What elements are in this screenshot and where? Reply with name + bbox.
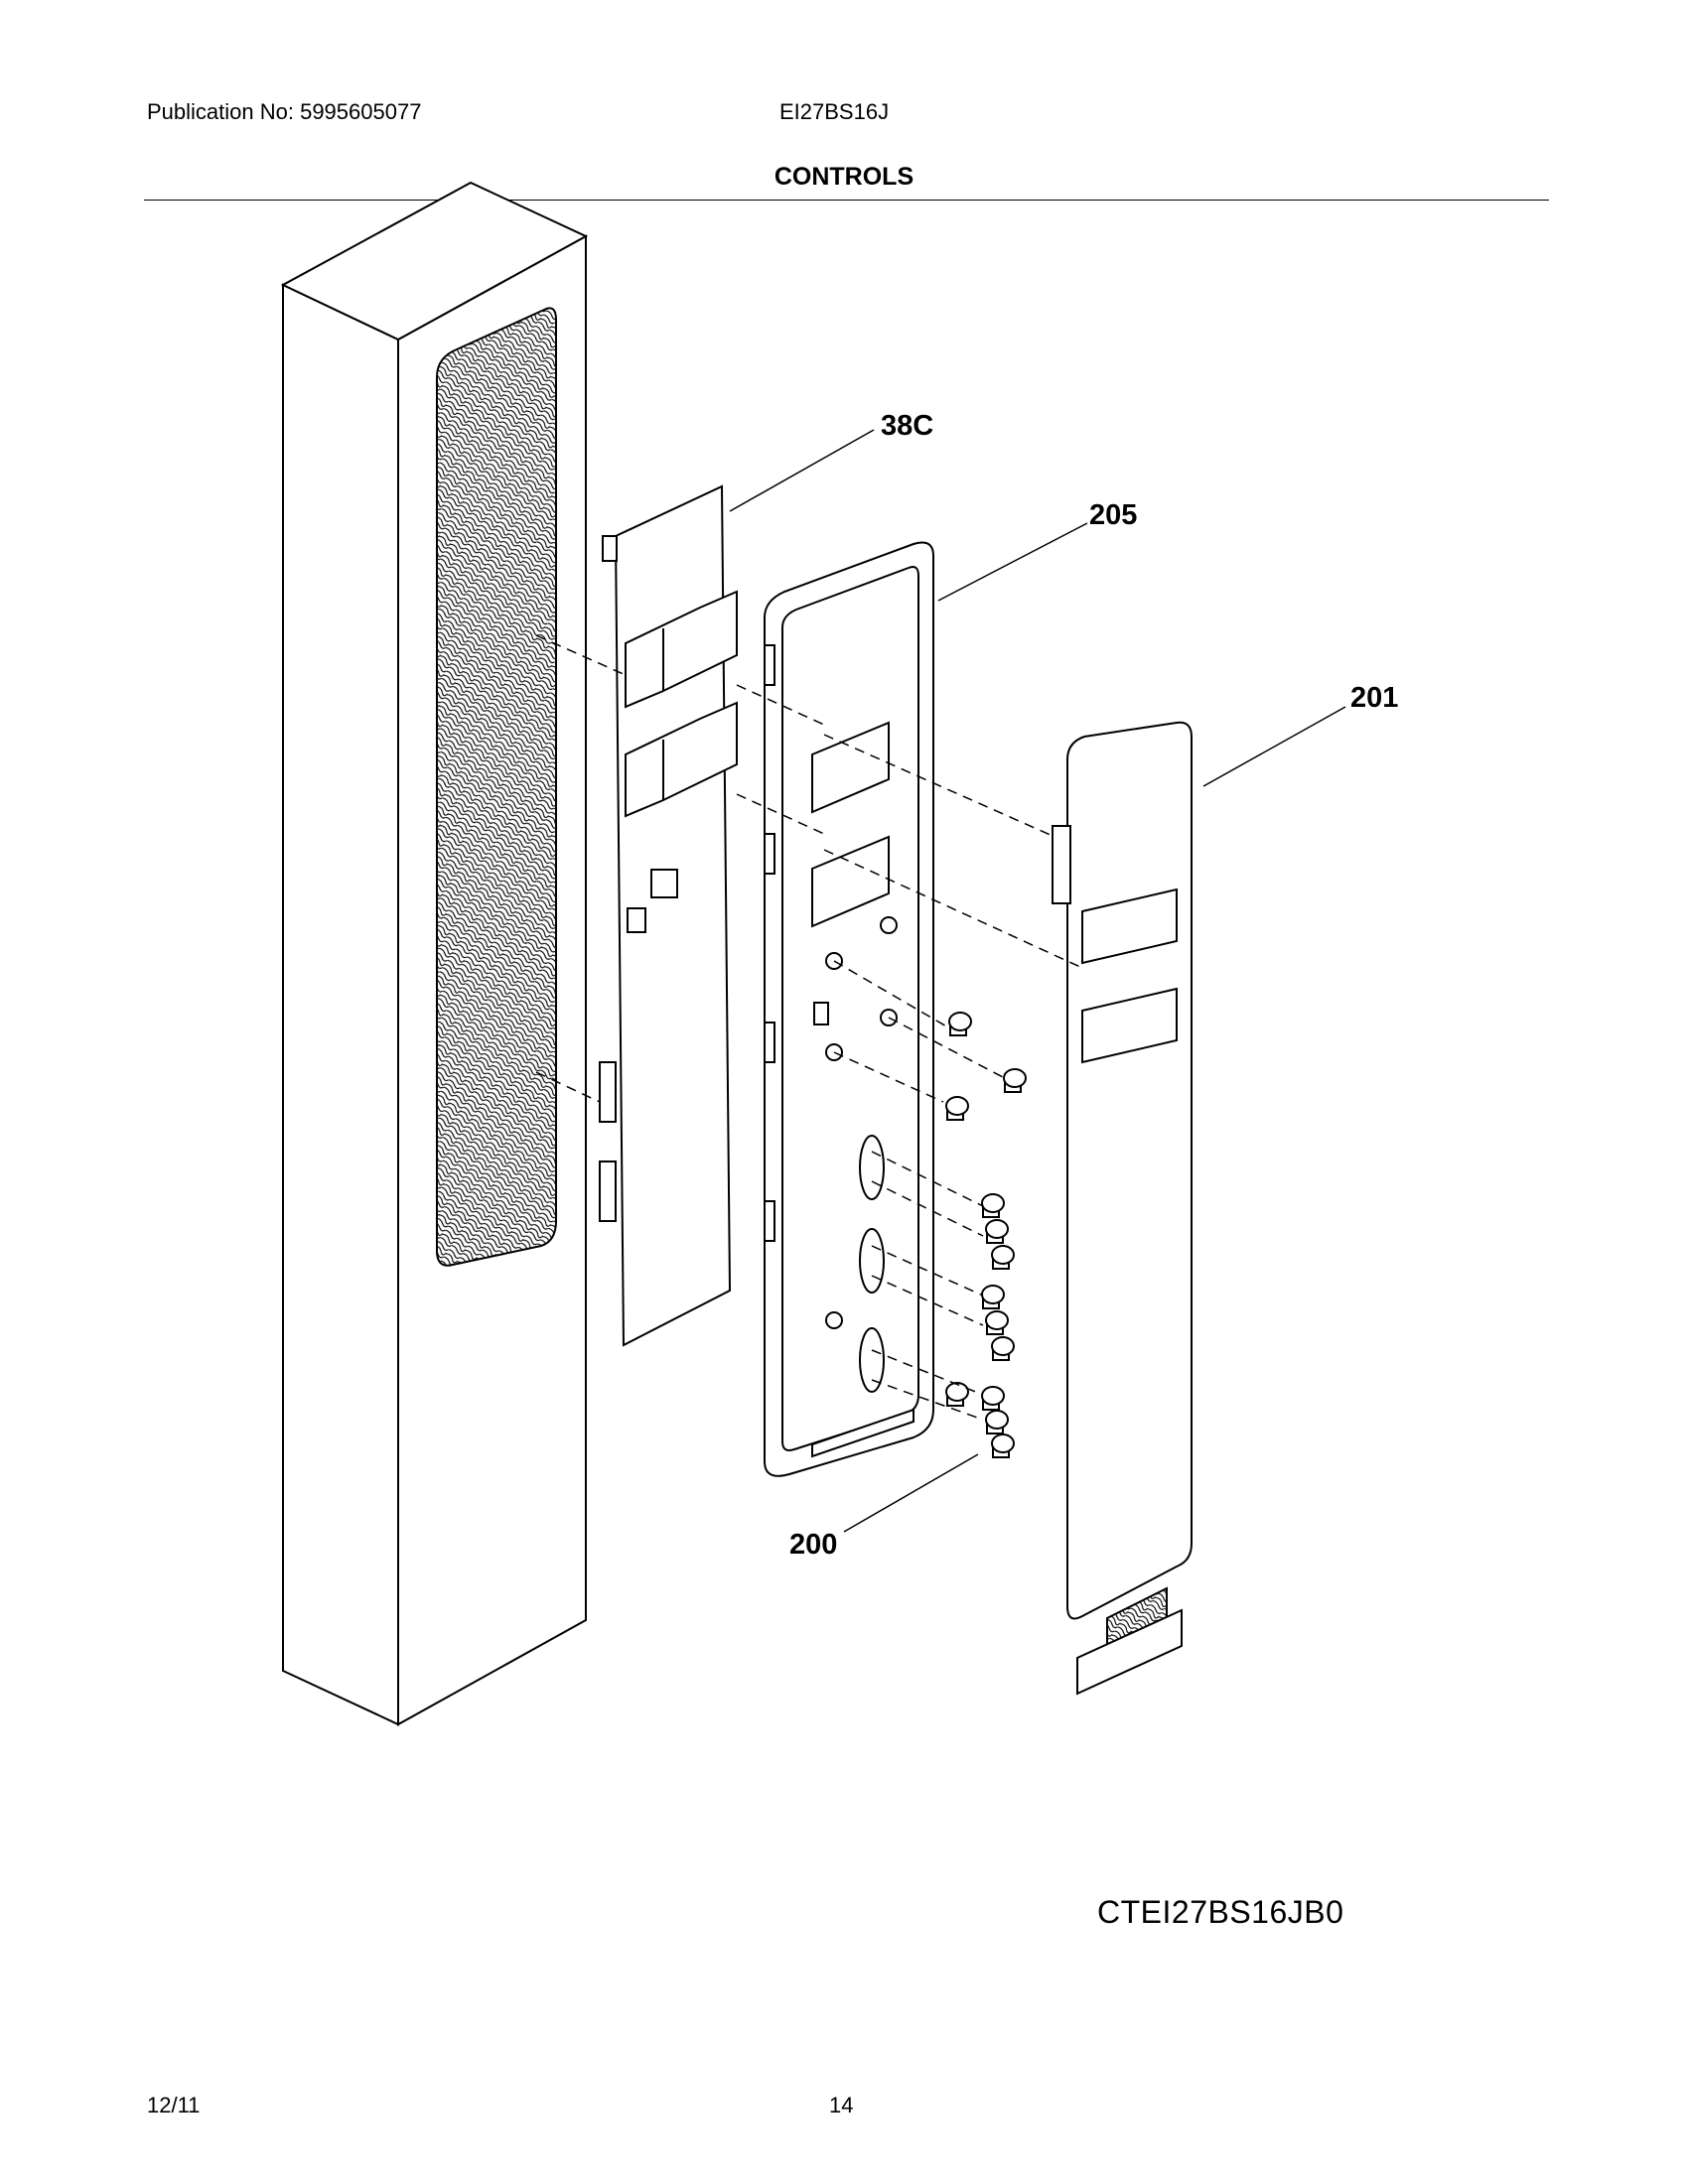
- leader-lines: [729, 429, 1346, 1533]
- button-cap: [945, 1382, 969, 1407]
- bezel-slot-1: [859, 1135, 885, 1200]
- drawing-code: CTEI27BS16JB0: [1097, 1894, 1344, 1930]
- bezel-display-window-2: [811, 835, 890, 928]
- button-cap: [991, 1433, 1015, 1458]
- overlay-display-2: [1081, 987, 1178, 1064]
- bezel-slot-3: [859, 1327, 885, 1393]
- board-relay-1: [625, 590, 738, 709]
- board-component: [627, 907, 646, 933]
- button-cap: [981, 1193, 1005, 1218]
- section-title: CONTROLS: [774, 163, 914, 191]
- footer-page-number: 14: [829, 2093, 854, 2117]
- callout-200: 200: [789, 1529, 837, 1561]
- bezel-hole-1: [880, 916, 898, 934]
- button-cap: [948, 1012, 972, 1036]
- housing-window: [436, 307, 557, 1267]
- board-relay-2: [625, 701, 738, 818]
- overlay-display-1: [1081, 887, 1178, 965]
- button-cap: [981, 1386, 1005, 1411]
- callout-38c: 38C: [881, 410, 933, 442]
- bezel-slot-2: [859, 1228, 885, 1294]
- model-number: EI27BS16J: [779, 99, 890, 124]
- button-cap: [991, 1245, 1015, 1270]
- door-housing: [280, 181, 589, 1726]
- button-cap: [981, 1285, 1005, 1309]
- button-cap: [1003, 1068, 1027, 1093]
- board-chip: [650, 869, 678, 898]
- button-set-200: [945, 1012, 1027, 1458]
- control-overlay-201: [1052, 721, 1193, 1696]
- button-cap: [985, 1310, 1009, 1335]
- control-board-38c: [599, 484, 738, 1347]
- publication-number: Publication No: 5995605077: [147, 99, 422, 124]
- callout-201: 201: [1350, 682, 1398, 714]
- button-cap: [945, 1096, 969, 1121]
- bezel-display-window-1: [811, 721, 890, 814]
- overlay-connector: [1076, 1586, 1183, 1696]
- control-bezel-205: [764, 541, 934, 1477]
- header-rule: [144, 200, 1549, 201]
- footer-date: 12/11: [147, 2093, 201, 2117]
- button-cap: [985, 1410, 1009, 1434]
- alignment-lines: [535, 634, 1083, 1421]
- button-cap: [991, 1336, 1015, 1361]
- button-cap: [985, 1219, 1009, 1244]
- callout-205: 205: [1089, 499, 1137, 531]
